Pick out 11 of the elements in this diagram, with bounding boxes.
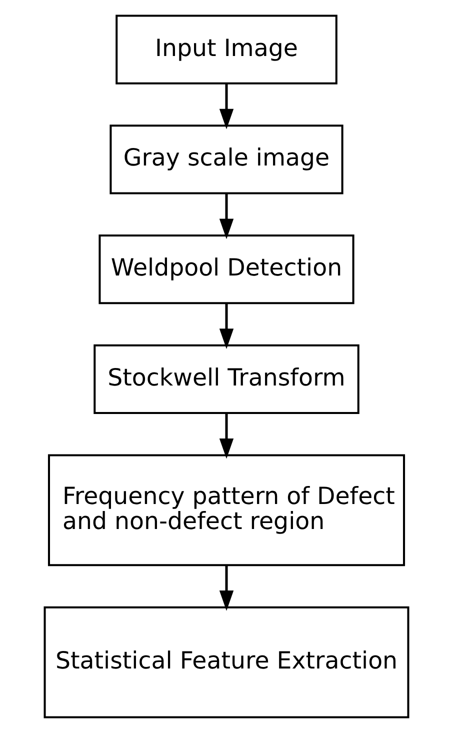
node-box: Gray scale image bbox=[109, 124, 343, 194]
node-box: Input Image bbox=[115, 14, 337, 84]
node-box: Weldpool Detection bbox=[98, 234, 354, 304]
arrow bbox=[218, 304, 234, 349]
arrow bbox=[218, 566, 234, 611]
node-box: Stockwell Transform bbox=[93, 344, 359, 414]
arrow bbox=[218, 194, 234, 240]
node-box: Frequency pattern of Defect and non-defect region bbox=[47, 454, 405, 566]
node-box: Statistical Feature Extraction bbox=[43, 606, 409, 718]
arrow bbox=[218, 84, 234, 130]
arrow bbox=[218, 413, 234, 459]
